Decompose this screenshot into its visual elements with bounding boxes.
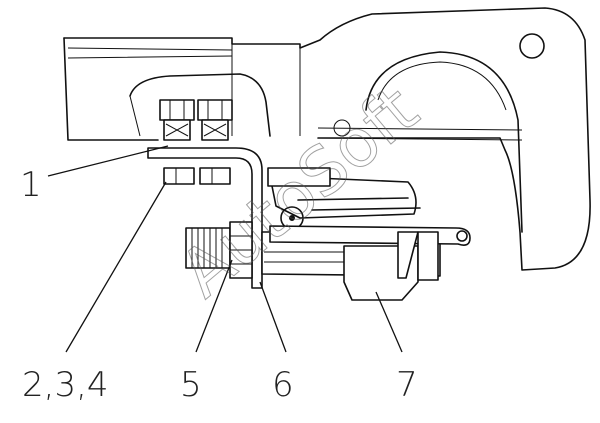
frame-bracket — [63, 7, 591, 271]
callout-6: 6 — [272, 365, 294, 405]
callout-5: 5 — [180, 365, 202, 405]
stud-nut-assembly — [159, 99, 233, 185]
leader-lines — [47, 145, 403, 353]
callout-2-3-4: 2,3,4 — [22, 365, 109, 405]
valve-body — [261, 167, 471, 301]
callout-1: 1 — [20, 165, 42, 205]
threaded-fitting — [185, 221, 253, 279]
callout-7: 7 — [396, 365, 418, 405]
